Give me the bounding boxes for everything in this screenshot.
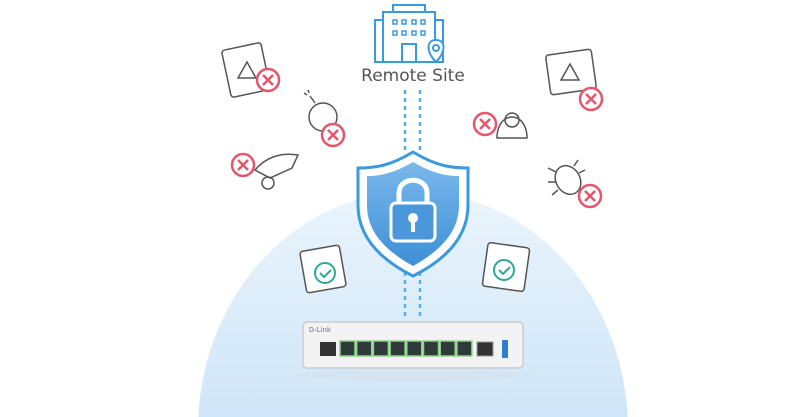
ethernet-port xyxy=(355,340,373,357)
ethernet-port xyxy=(439,340,456,357)
bug-icon xyxy=(547,159,586,196)
ethernet-port xyxy=(406,340,423,357)
ethernet-port xyxy=(422,340,440,357)
browser-check-icon xyxy=(481,241,531,293)
ethernet-port xyxy=(456,340,473,357)
remote-site-label: Remote Site xyxy=(361,66,465,86)
ethernet-port xyxy=(372,340,390,357)
network-switch-device: D-Link xyxy=(293,321,533,381)
blocked-x-icon xyxy=(472,111,498,137)
blocked-x-icon xyxy=(320,122,346,148)
device-brand: D-Link xyxy=(309,327,331,334)
ethernet-port xyxy=(339,340,356,357)
building-icon xyxy=(374,4,445,64)
ethernet-ports xyxy=(339,340,473,357)
blocked-x-icon xyxy=(577,183,603,209)
blocked-x-icon xyxy=(255,67,281,93)
hacker-icon xyxy=(496,112,528,139)
car-thief-icon xyxy=(253,153,300,190)
browser-warning-icon xyxy=(221,42,271,98)
browser-warning-icon xyxy=(545,48,597,96)
blocked-x-icon xyxy=(578,86,604,112)
ethernet-port xyxy=(389,340,406,357)
browser-check-icon xyxy=(299,244,347,294)
blocked-icons xyxy=(230,67,604,209)
blocked-x-icon xyxy=(230,152,256,178)
tunnel-lines xyxy=(403,90,422,320)
shield-lock-icon xyxy=(356,150,470,278)
